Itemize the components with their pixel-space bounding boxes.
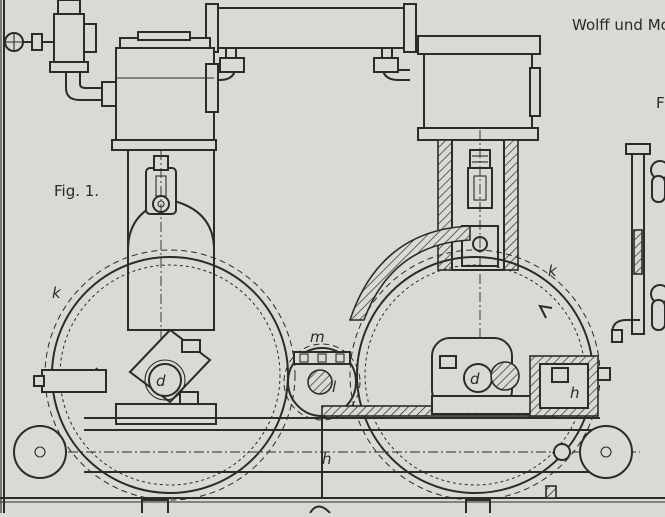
bottom-fragments (141, 499, 491, 514)
label-k-right: k (548, 262, 558, 280)
figure-label: Fig. 1. (54, 182, 99, 200)
steam-valve (4, 0, 118, 107)
engine-base (13, 355, 640, 499)
left-cylinder (111, 31, 219, 360)
connecting-pipe (205, 3, 417, 81)
right-cylinder (417, 35, 541, 370)
figure-label-partial: F (656, 94, 665, 112)
label-k-left: k (52, 284, 62, 302)
water-gauge-glass (611, 143, 665, 343)
center-gear (283, 343, 361, 421)
label-d-left: d (156, 372, 166, 390)
label-h-right: h (570, 384, 580, 402)
label-l: l (332, 378, 337, 396)
label-m: m (310, 328, 325, 346)
label-d-right: d (470, 370, 480, 388)
label-h-center: h (322, 450, 332, 468)
left-crank (128, 328, 212, 405)
plate-heading: Wolff und Mo (572, 16, 665, 34)
